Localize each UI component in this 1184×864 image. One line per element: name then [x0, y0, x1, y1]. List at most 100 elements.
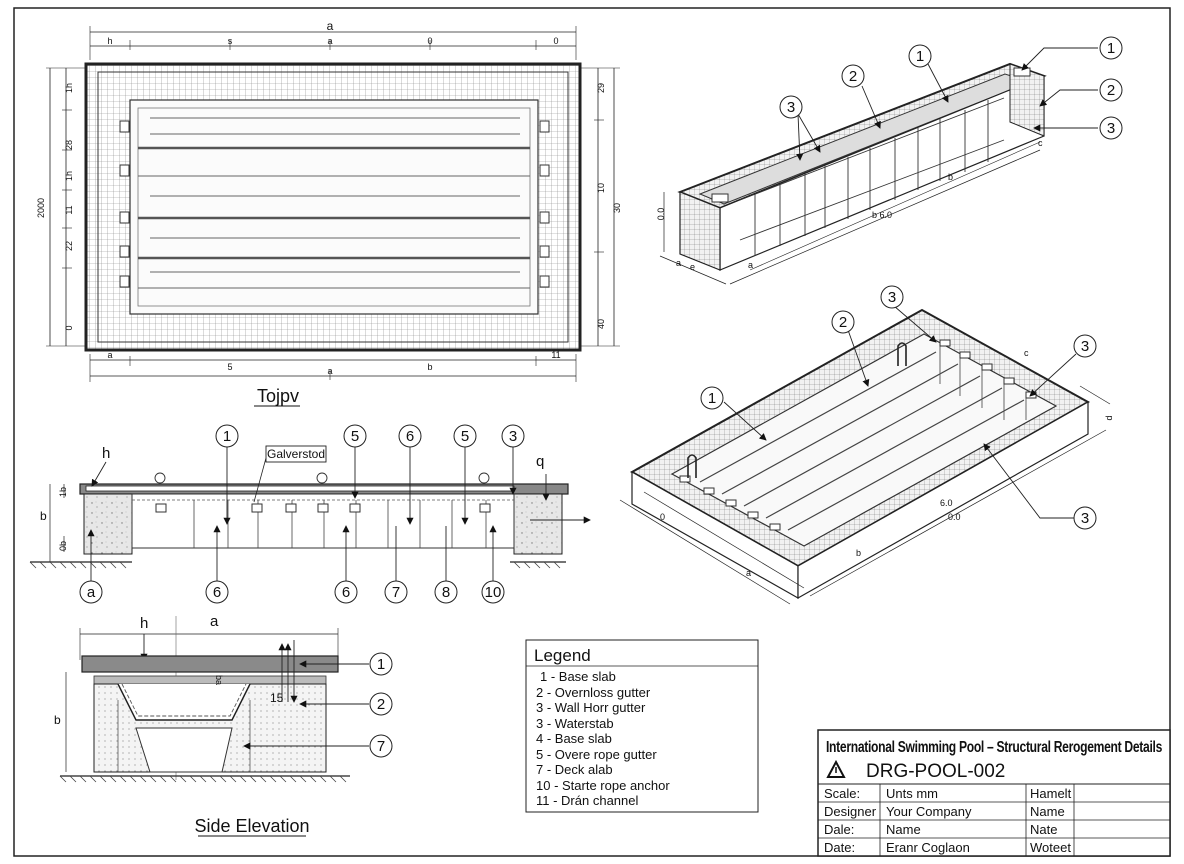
legend: Legend 1 - Base slab 2 - Overnloss gutte… [525, 639, 759, 813]
top-view-title: Tojpv [257, 386, 299, 406]
callout-sec-top-5: 3 [509, 428, 517, 445]
callout-sec-bot-4: 7 [392, 584, 400, 601]
dim-right-3: 30 [612, 203, 622, 213]
dim-seg-1: h [107, 36, 112, 46]
dim-left-4: 11 [64, 205, 74, 214]
tb-label2: Hamelt [1030, 786, 1072, 801]
callout-detail-1: 1 [377, 656, 385, 673]
callout-iso-pool-4: 1 [708, 390, 716, 407]
legend-item: 1 - Base slab [540, 669, 616, 684]
legend-item: 7 - Deck alab [536, 762, 613, 777]
legend-item: 4 - Base slab [536, 731, 612, 746]
title-block: International Swimming Pool – Structural… [817, 729, 1171, 857]
dim-left-total: 2000 [36, 198, 46, 218]
iso-top-left-2: e [690, 262, 695, 272]
callout-sec-top-2: 5 [351, 428, 359, 445]
callout-iso-pool-3: 3 [1081, 338, 1089, 355]
callout-sec-top-3: 6 [406, 428, 414, 445]
callout-sec-top-1: 1 [223, 428, 231, 445]
callout-detail-3: 7 [377, 738, 385, 755]
detail-h: h [140, 615, 148, 632]
note-box [265, 445, 327, 463]
tb-value: Name [886, 822, 921, 837]
section-view: b 1b 0b h q Galverstod 1 5 6 5 3 [29, 424, 591, 604]
callout-iso-top-4: 1 [1107, 40, 1115, 57]
callout-iso-pool-1: 3 [888, 289, 896, 306]
callout-sec-bot-5: 8 [442, 584, 450, 601]
legend-item: 3 - Wall Horr gutter [536, 700, 646, 715]
iso-pool-side: 0.0 [948, 512, 961, 522]
callout-iso-top-6: 3 [1107, 120, 1115, 137]
iso-top-c: c [1038, 138, 1043, 148]
tb-value: Eranr Coglaon [886, 840, 970, 855]
callout-iso-top-5: 2 [1107, 82, 1115, 99]
section-h: h [102, 445, 110, 462]
section-small-1: 1b [58, 487, 68, 497]
iso-top-len-b: b [948, 172, 953, 182]
section-b: b [40, 509, 47, 523]
tb-label2: Name [1030, 804, 1065, 819]
callout-iso-top-2: 2 [849, 68, 857, 85]
iso-pool-left-2: a [746, 568, 751, 578]
dim-seg-3: a [327, 36, 332, 46]
detail-ba: ba [214, 675, 224, 685]
side-elevation-detail: h a b ba 15 1 2 [54, 613, 393, 837]
iso-pool-d: d [1104, 415, 1114, 420]
dim-bottom-mid-2: b [427, 362, 432, 372]
legend-title: Legend [534, 646, 591, 665]
legend-item: 11 - Drán channel [536, 793, 638, 808]
callout-sec-bot-6: 10 [485, 584, 502, 601]
section-small-2: 0b [58, 541, 68, 551]
callout-iso-top-3: 3 [787, 99, 795, 116]
sheet-border [13, 7, 1171, 857]
legend-item: 2 - Overnloss gutter [536, 685, 651, 700]
dim-seg-4: 0 [427, 36, 432, 46]
iso-pool-view: 0.0 6.0 c d 0 a b 3 2 3 1 3 [619, 285, 1114, 605]
dim-bottom-2: 5 [227, 362, 232, 372]
iso-top-left-1: a [676, 258, 681, 268]
callout-sec-bot-2: 6 [213, 584, 221, 601]
tb-value: Your Company [886, 804, 972, 819]
top-view: a h s a 0 0 [36, 19, 622, 407]
tb-label2: Nate [1030, 822, 1057, 837]
note-galv: Galverstod [267, 447, 325, 461]
dim-bottom-3: 11 [551, 350, 560, 360]
tb-label: Date: [824, 840, 855, 855]
dim-left-2: 28 [64, 140, 74, 150]
callout-detail-2: 2 [377, 696, 385, 713]
dim-left-5: 22 [64, 241, 74, 251]
tb-label: Dale: [824, 822, 854, 837]
iso-pool-c: c [1024, 348, 1029, 358]
section-q: q [536, 453, 544, 470]
dim-left-1: 1h [64, 83, 74, 93]
tb-label: Scale: [824, 786, 860, 801]
side-elevation-title: Side Elevation [194, 816, 309, 836]
dim-overall: a [327, 19, 334, 33]
tb-label: Designer [824, 804, 877, 819]
drawing-code: DRG-POOL-002 [866, 761, 1005, 782]
detail-15: 15 [270, 691, 284, 705]
callout-iso-pool-5: 3 [1081, 510, 1089, 527]
iso-top-height: 0.0 [656, 208, 666, 221]
dim-right-4: 40 [596, 319, 606, 329]
callout-sec-bot-1: a [87, 584, 96, 601]
detail-a: a [210, 613, 219, 630]
iso-pool-left-1: 0 [660, 512, 665, 522]
dim-right-2: 10 [596, 183, 606, 193]
iso-top-left-3: a [748, 260, 753, 270]
callout-iso-top-1: 1 [916, 48, 924, 65]
dim-right-1: 29 [596, 83, 606, 93]
tb-value: Unts mm [886, 786, 938, 801]
dim-left-6: 0 [64, 325, 74, 330]
tb-label2: Woteet [1030, 840, 1071, 855]
dim-left-3: 1h [64, 171, 74, 181]
iso-channel-view: 0.0 b b 6.0 c a e a 1 2 3 1 2 3 [656, 36, 1123, 285]
title-block-heading: International Swimming Pool – Structural… [826, 739, 1162, 756]
dim-seg-5: 0 [553, 36, 558, 46]
iso-top-len-b60: b 6.0 [872, 210, 892, 220]
callout-sec-bot-3: 6 [342, 584, 350, 601]
iso-pool-len: 6.0 [940, 498, 953, 508]
dim-seg-2: s [228, 36, 233, 46]
callout-iso-pool-2: 2 [839, 314, 847, 331]
